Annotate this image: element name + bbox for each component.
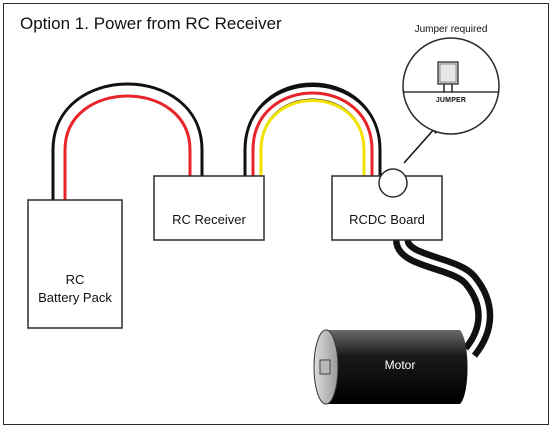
callout-title: Jumper required — [414, 24, 488, 35]
motor — [313, 329, 468, 405]
receiver-label: RC Receiver — [172, 212, 246, 227]
battery-to-receiver-cable — [51, 82, 204, 200]
battery-label-line2: Battery Pack — [38, 290, 112, 305]
board-to-motor-cable — [393, 237, 494, 358]
jumper-label: JUMPER — [435, 97, 467, 104]
motor-label: Motor — [384, 358, 416, 372]
diagram-title: Option 1. Power from RC Receiver — [20, 14, 282, 33]
battery-label-line1: RC — [65, 272, 85, 287]
jumper-callout — [402, 37, 500, 135]
motor-shaft — [319, 359, 331, 375]
rc-receiver — [153, 175, 265, 241]
jumper-icon — [437, 61, 459, 92]
jumper-location-circle — [378, 168, 408, 198]
battery-pack — [27, 199, 123, 329]
rcdc-board-label: RCDC Board — [349, 212, 425, 227]
receiver-to-board-cable — [243, 82, 382, 176]
